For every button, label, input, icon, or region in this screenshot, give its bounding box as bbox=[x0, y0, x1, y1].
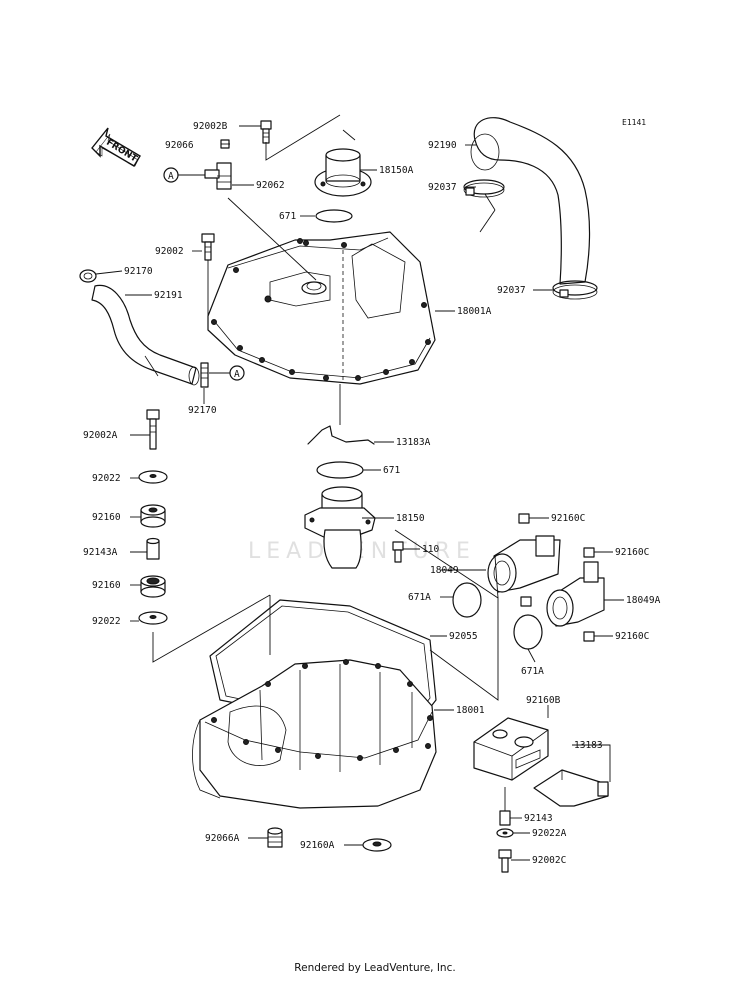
o-ring-671-mid[interactable] bbox=[316, 461, 364, 479]
label-92066a[interactable]: 92066A bbox=[205, 833, 240, 844]
label-92037-bottom[interactable]: 92037 bbox=[497, 285, 526, 296]
part-labels: 92002B 92066 92062 18150A 92190 92037 67… bbox=[83, 121, 661, 866]
washer-92022-top[interactable] bbox=[138, 470, 168, 484]
duct-18150a[interactable] bbox=[314, 148, 372, 197]
duct-18150[interactable] bbox=[304, 486, 376, 569]
upper-case-18001a[interactable] bbox=[207, 231, 436, 385]
label-671-mid[interactable]: 671 bbox=[383, 465, 400, 476]
callout-a-mid[interactable]: A bbox=[209, 365, 245, 381]
collar-92143a[interactable] bbox=[146, 537, 160, 560]
label-92002b[interactable]: 92002B bbox=[193, 121, 228, 132]
cap-92160c-3[interactable] bbox=[583, 631, 595, 642]
label-92190[interactable]: 92190 bbox=[428, 140, 457, 151]
grommet-92160-top[interactable] bbox=[140, 504, 166, 528]
label-92170-top[interactable]: 92170 bbox=[124, 266, 153, 277]
callout-a-top[interactable]: A bbox=[163, 167, 205, 183]
label-92160c-3[interactable]: 92160C bbox=[615, 631, 649, 642]
bolt-92002[interactable] bbox=[201, 233, 215, 261]
label-92022a[interactable]: 92022A bbox=[532, 828, 567, 839]
label-18001[interactable]: 18001 bbox=[456, 705, 485, 716]
label-92170-bottom[interactable]: 92170 bbox=[188, 405, 217, 416]
duct-18049a[interactable] bbox=[546, 561, 605, 627]
svg-text:A: A bbox=[168, 171, 174, 182]
bolt-92002c[interactable] bbox=[498, 849, 512, 873]
footer-credit: Rendered by LeadVenture, Inc. bbox=[294, 962, 456, 974]
label-92055[interactable]: 92055 bbox=[449, 631, 478, 642]
label-92143a[interactable]: 92143A bbox=[83, 547, 118, 558]
label-92062[interactable]: 92062 bbox=[256, 180, 285, 191]
leader-lines bbox=[95, 114, 624, 861]
label-92160-top[interactable]: 92160 bbox=[92, 512, 121, 523]
plug-92066a[interactable] bbox=[267, 827, 283, 848]
label-671a-2[interactable]: 671A bbox=[521, 666, 544, 677]
label-92160c-2[interactable]: 92160C bbox=[615, 547, 649, 558]
label-671-top[interactable]: 671 bbox=[279, 211, 296, 222]
bracket-13183a[interactable] bbox=[307, 425, 375, 445]
label-92191[interactable]: 92191 bbox=[154, 290, 183, 301]
label-92066[interactable]: 92066 bbox=[165, 140, 194, 151]
label-92022-top[interactable]: 92022 bbox=[92, 473, 121, 484]
svg-text:A: A bbox=[234, 369, 240, 380]
label-92143[interactable]: 92143 bbox=[524, 813, 553, 824]
bolt-92002b[interactable] bbox=[260, 120, 272, 144]
label-92002a[interactable]: 92002A bbox=[83, 430, 118, 441]
clamp-92037-bottom[interactable] bbox=[552, 280, 598, 300]
label-92037-top[interactable]: 92037 bbox=[428, 182, 457, 193]
bolt-92002a[interactable] bbox=[146, 409, 160, 450]
collar-92143[interactable] bbox=[499, 810, 511, 826]
o-ring-671a-2[interactable] bbox=[513, 614, 543, 650]
washer-92022-bottom[interactable] bbox=[138, 611, 168, 625]
clip-92170-top[interactable] bbox=[79, 269, 97, 283]
cap-92160c-2[interactable] bbox=[583, 547, 595, 558]
clamp-92037-top[interactable] bbox=[463, 179, 505, 198]
label-18001a[interactable]: 18001A bbox=[457, 306, 492, 317]
washer-92160a[interactable] bbox=[362, 838, 392, 852]
watermark: LEADVENTURE bbox=[248, 539, 476, 564]
cap-92160c-under-18049[interactable] bbox=[520, 596, 532, 607]
diagram-code: E1141 bbox=[622, 118, 647, 127]
lower-case-18001[interactable] bbox=[192, 659, 437, 809]
hose-92190[interactable] bbox=[473, 117, 591, 285]
label-92160a[interactable]: 92160A bbox=[300, 840, 335, 851]
bolt-110[interactable] bbox=[392, 541, 404, 563]
label-18150[interactable]: 18150 bbox=[396, 513, 425, 524]
bracket-13183[interactable] bbox=[533, 769, 609, 807]
label-671a-1[interactable]: 671A bbox=[408, 592, 431, 603]
label-92002[interactable]: 92002 bbox=[155, 246, 184, 257]
label-92022-bottom[interactable]: 92022 bbox=[92, 616, 121, 627]
label-92160-bottom[interactable]: 92160 bbox=[92, 580, 121, 591]
label-110[interactable]: 110 bbox=[422, 544, 439, 555]
duct-18049[interactable] bbox=[487, 535, 561, 593]
fitting-92062[interactable] bbox=[204, 162, 232, 190]
label-92160c-1[interactable]: 92160C bbox=[551, 513, 585, 524]
label-18049[interactable]: 18049 bbox=[430, 565, 459, 576]
label-18150a[interactable]: 18150A bbox=[379, 165, 414, 176]
label-13183a[interactable]: 13183A bbox=[396, 437, 431, 448]
o-ring-671a-1[interactable] bbox=[452, 582, 482, 618]
washer-92022a[interactable] bbox=[496, 828, 514, 838]
label-18049a[interactable]: 18049A bbox=[626, 595, 661, 606]
label-92002c[interactable]: 92002C bbox=[532, 855, 566, 866]
front-arrow-icon: FRONT bbox=[91, 127, 141, 167]
grommet-92160-bottom[interactable] bbox=[140, 575, 166, 598]
label-92160b[interactable]: 92160B bbox=[526, 695, 561, 706]
label-13183[interactable]: 13183 bbox=[574, 740, 603, 751]
o-ring-671-top[interactable] bbox=[315, 209, 353, 223]
stud-92170[interactable] bbox=[200, 362, 209, 388]
block-92160b[interactable] bbox=[473, 717, 549, 781]
cap-92160c-1[interactable] bbox=[518, 513, 530, 524]
